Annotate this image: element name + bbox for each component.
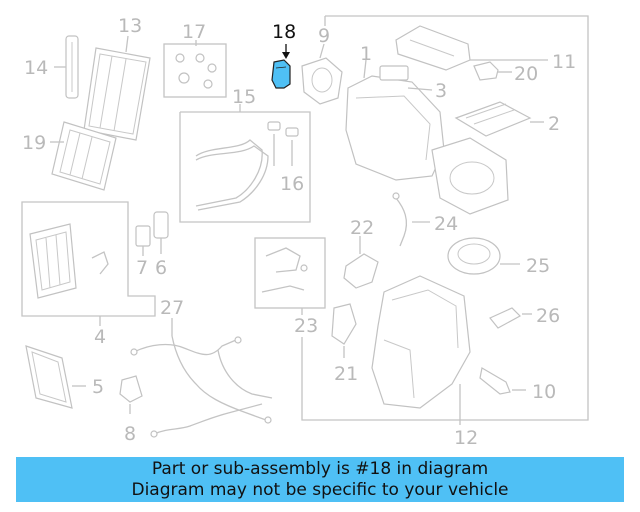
callout-19: 19 (22, 132, 46, 154)
part-24-sensor (392, 192, 430, 247)
callout-12: 12 (454, 427, 478, 449)
group-frame-17 (163, 43, 227, 98)
part-23-link (261, 247, 308, 315)
callout-3: 3 (435, 80, 447, 102)
callout-23: 23 (294, 315, 318, 337)
callout-22: 22 (350, 217, 374, 239)
callout-17: 17 (182, 21, 206, 43)
callout-18: 18 (272, 21, 296, 43)
callout-6: 6 (155, 257, 167, 279)
callout-24: 24 (434, 213, 458, 235)
part-13-heater-core (83, 35, 151, 141)
callout-9: 9 (318, 25, 330, 47)
part-19-grid-core (50, 121, 117, 191)
callout-14: 14 (24, 57, 48, 79)
callout-1: 1 (360, 43, 372, 65)
hvac-housing-lower (371, 275, 471, 420)
part-7-6-valves (135, 211, 169, 256)
callout-15: 15 (232, 86, 256, 108)
callout-2: 2 (548, 113, 560, 135)
callout-25: 25 (526, 255, 550, 277)
part-10-sensor (479, 367, 526, 395)
part-27-wiring-harness (130, 318, 273, 438)
part-26-flap (489, 307, 532, 329)
callout-4: 4 (94, 326, 106, 348)
part-5-seal-frame (25, 345, 86, 409)
group-frame-4 (21, 201, 156, 317)
info-banner: Part or sub-assembly is #18 in diagram D… (16, 457, 624, 502)
part-25-blower-motor (447, 237, 520, 275)
callout-13: 13 (118, 15, 142, 37)
callout-11: 11 (552, 51, 576, 73)
callout-10: 10 (532, 381, 556, 403)
group-frame-12 (301, 15, 589, 421)
group-frame-23 (254, 237, 326, 309)
banner-line-1: Part or sub-assembly is #18 in diagram (151, 459, 489, 479)
part-9-flange (301, 43, 343, 105)
callout-26: 26 (536, 305, 560, 327)
part-15-pipes (195, 104, 299, 211)
callout-5: 5 (92, 376, 104, 398)
part-21-bracket (331, 303, 357, 358)
callout-7: 7 (136, 257, 148, 279)
part-22-actuator (343, 236, 379, 289)
callout-16: 16 (280, 173, 304, 195)
part-17-fittings (175, 40, 217, 89)
callout-21: 21 (334, 363, 358, 385)
part-8-bracket (119, 375, 143, 414)
part-2-filter (454, 101, 544, 137)
callout-8: 8 (124, 423, 136, 445)
part-4-evaporator (29, 223, 109, 326)
callout-20: 20 (514, 63, 538, 85)
part-11-vent-assembly (379, 25, 548, 91)
callout-27: 27 (160, 297, 184, 319)
blower-housing (431, 137, 509, 215)
banner-line-2: Diagram may not be specific to your vehi… (131, 480, 509, 500)
part-18-highlighted-component (271, 44, 291, 89)
group-frame-15 (179, 111, 311, 223)
part-14-bracket (54, 35, 79, 99)
